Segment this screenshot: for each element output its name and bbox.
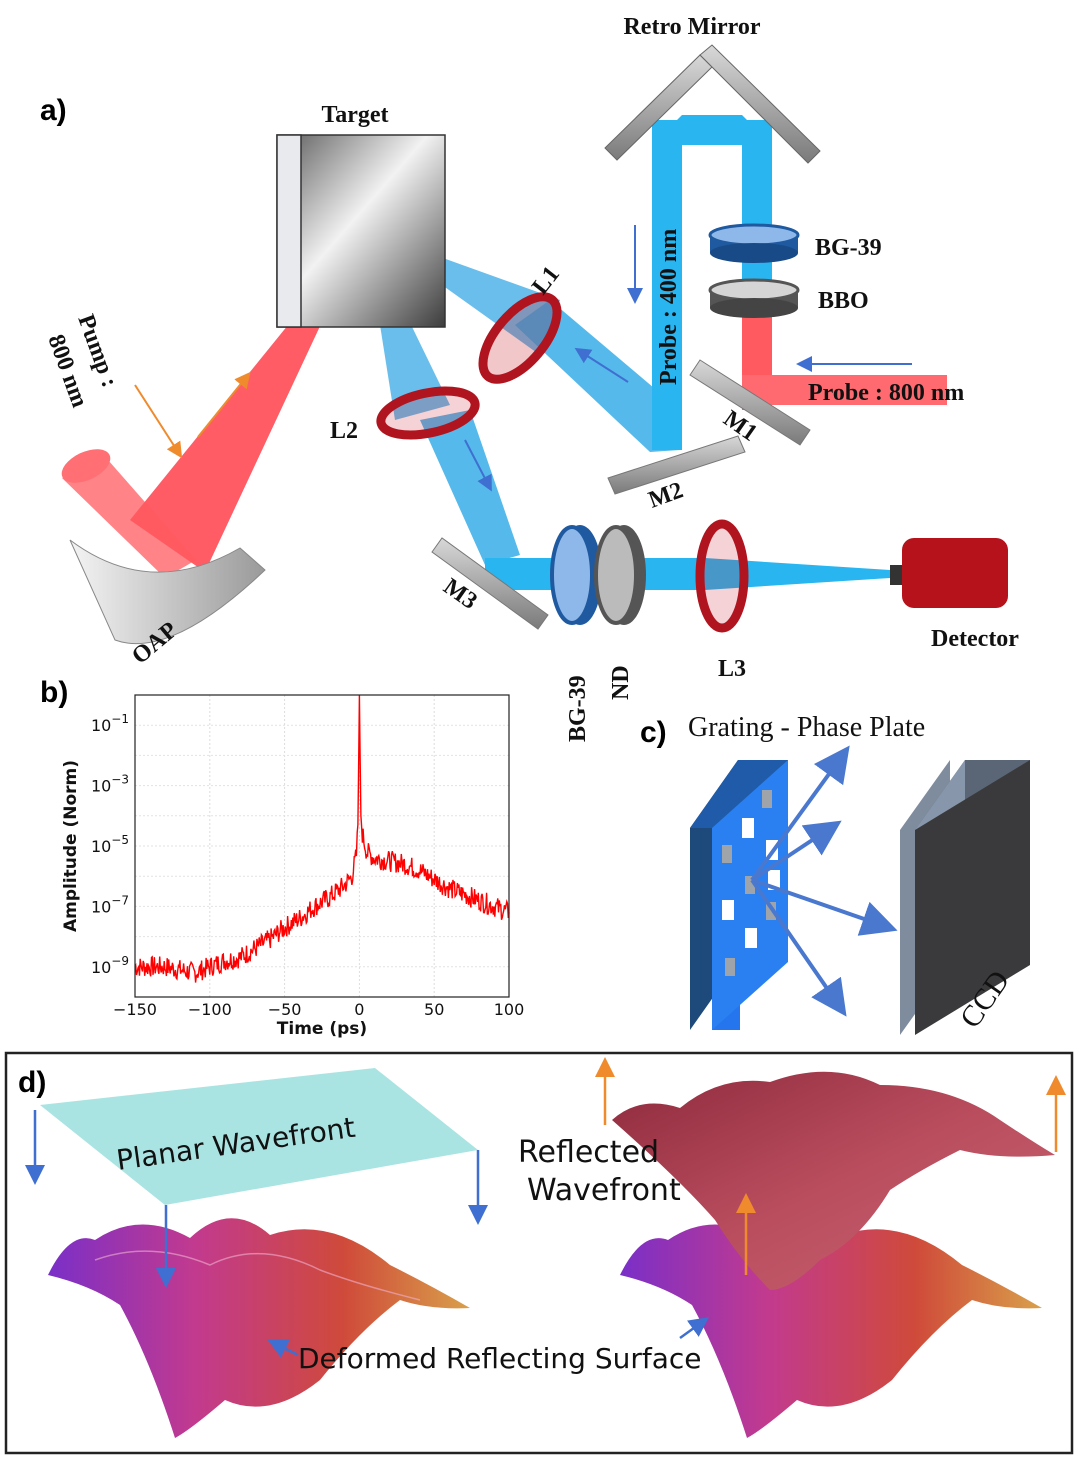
l3-label: L3 [718,656,746,682]
pump-in-arrow [134,384,183,459]
chart-x-tick-label: −100 [188,1000,232,1019]
chart-y-tick-label: 10−3 [91,773,129,796]
target-label: Target [321,102,388,128]
surface-arrow-left [267,1339,299,1358]
right-deformed-surface [620,1218,1042,1438]
chart-x-label: Time (ps) [277,1019,367,1039]
chart-grid [134,694,510,998]
l2-label: L2 [330,418,358,444]
panel-label-c: c) [640,716,667,749]
lens-l2 [376,386,480,440]
chart-x-ticks: −150 −100 −50 0 50 100 [113,1000,524,1019]
probe-beam-to-detector [705,558,890,590]
retro-mirror-label: Retro Mirror [623,14,760,40]
chart-frame [134,694,510,998]
chart-y-ticks: 10−1 10−3 10−5 10−7 10−9 [91,712,129,977]
lens-l1 [478,292,562,384]
probe-400-vertical [652,120,682,450]
panel-label-d: d) [18,1066,46,1099]
lens-l3 [695,519,749,633]
chart-y-tick-label: 10−7 [91,893,129,916]
probe-l2-arrow [464,439,492,492]
deformed-surface-label: Deformed Reflecting Surface [298,1342,702,1375]
bbo-crystal [708,278,800,318]
chart-y-tick-label: 10−9 [91,954,129,977]
detector [890,538,1008,608]
oap-mirror [69,539,266,645]
chart-x-tick-label: −150 [113,1000,157,1019]
nd-label: ND [608,665,634,700]
reflected-wavefront-label-line1: Reflected [518,1135,659,1170]
probe-800-horizontal [742,375,947,405]
probe-beam-l2-m3 [420,410,520,565]
bg39-bottom-label: BG-39 [565,675,591,742]
pump-beam-end [61,449,111,483]
chart-x-tick-label: 0 [354,1000,364,1019]
target [276,134,446,328]
bg39-top-label: BG-39 [815,235,882,261]
left-surface-ridge [94,1250,421,1301]
grating-title: Grating - Phase Plate [688,712,925,743]
diffraction-arrows [750,745,898,1017]
nd-filter [594,525,646,625]
phase-plate [690,760,788,1030]
mirror-m3 [431,537,549,630]
chart-x-tick-label: −50 [268,1000,302,1019]
panel-label-a: a) [40,94,67,127]
panel-d-frame [4,1051,1074,1455]
m2-label: M2 [645,477,686,513]
bg39-top-filter [708,223,800,263]
probe-beam-l1-m2 [515,300,680,452]
pump-beam-input [62,460,196,578]
surface-arrow-right [679,1317,710,1340]
chart-series-line [134,694,510,983]
bg39-bottom-filter [550,525,602,625]
retro-mirror [604,44,821,164]
chart-y-label: Amplitude (Norm) [61,760,81,932]
mirror-m1 [689,359,811,446]
amplitude-chart: −150 −100 −50 0 50 100 10−1 10−3 10−5 10−7 10−9 T… [61,694,524,1039]
bbo-label: BBO [818,288,869,314]
panel-label-b: b) [40,676,68,709]
chart-x-tick-label: 100 [494,1000,525,1019]
chart-y-tick-label: 10−1 [91,712,129,735]
probe-l1-arrow [574,347,629,383]
left-deformed-surface [48,1218,470,1438]
planar-wavefront [40,1068,478,1205]
ccd-sensor [900,760,1030,1035]
chart-y-tick-label: 10−5 [91,833,129,856]
mirror-m2 [607,435,746,495]
detector-label: Detector [931,626,1019,652]
reflected-wavefront-label-line2: Wavefront [527,1173,681,1208]
chart-x-tick-label: 50 [424,1000,444,1019]
probe-400-label: Probe : 400 nm [656,229,682,385]
pump-out-arrow [197,371,251,438]
probe-800-label: Probe : 800 nm [808,380,964,406]
reflected-wavefront [612,1071,1055,1290]
